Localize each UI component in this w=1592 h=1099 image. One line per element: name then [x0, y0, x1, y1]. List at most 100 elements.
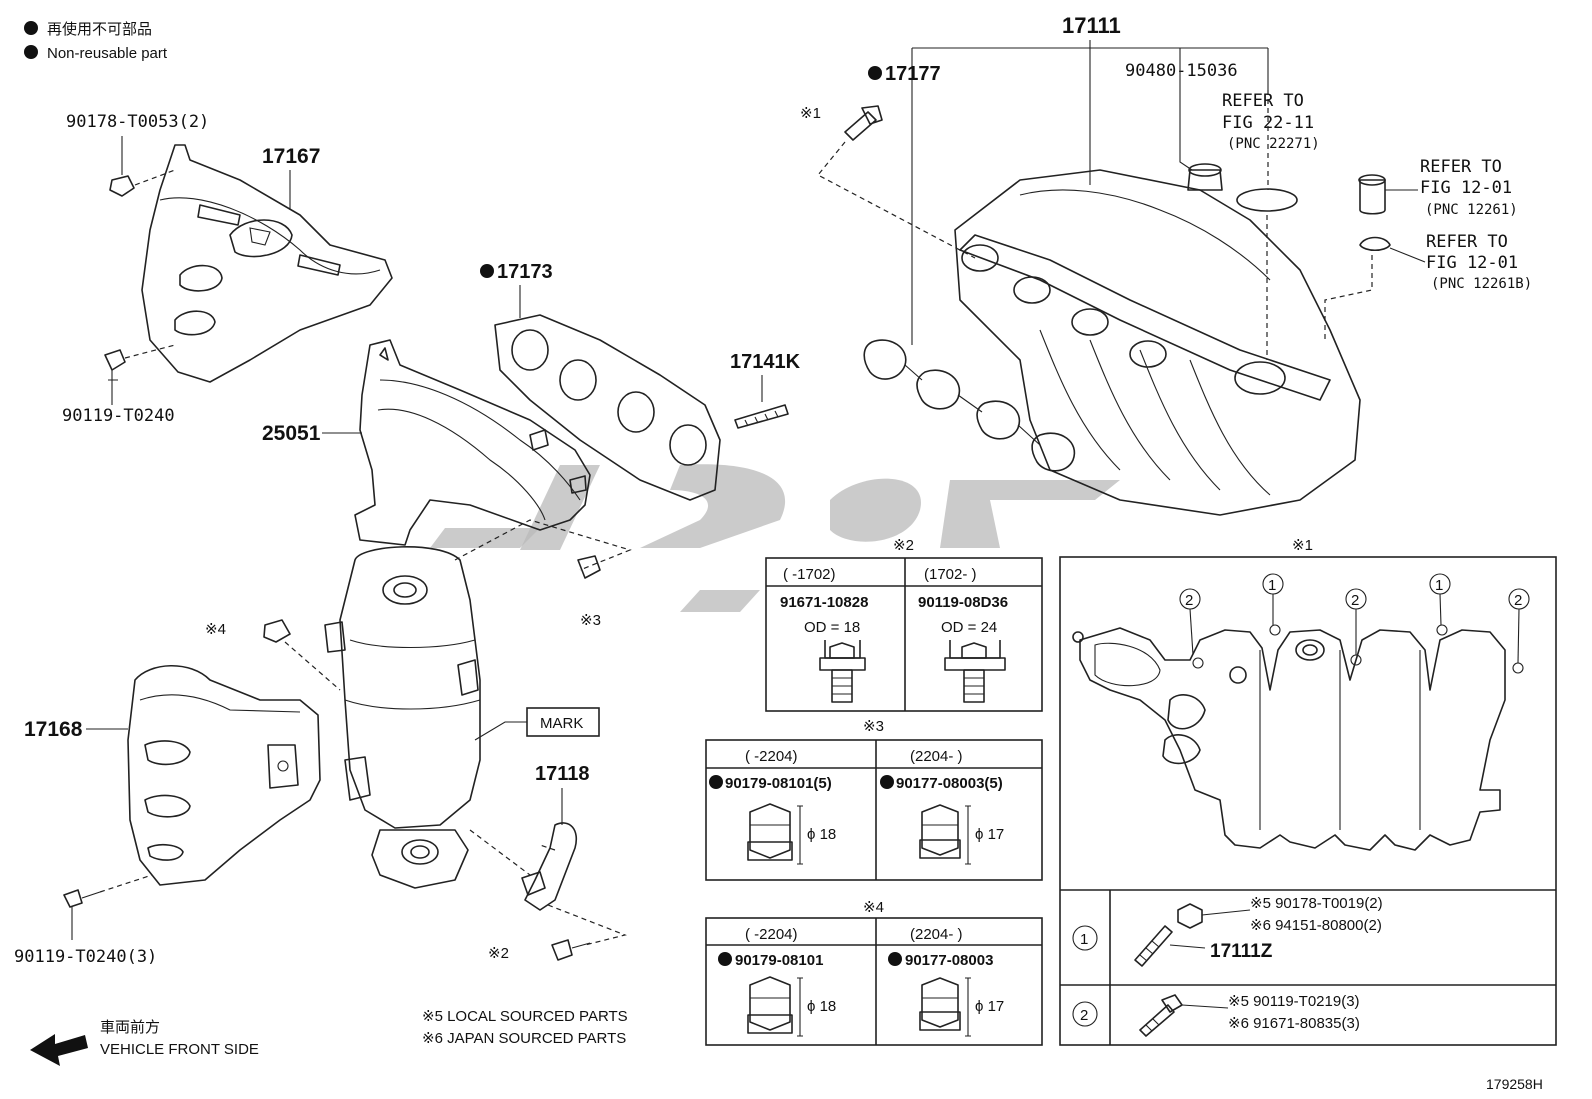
row1-ref6: ※6 94151-80800(2) [1250, 917, 1382, 934]
table4-col2-dim: ϕ 17 [975, 998, 1004, 1015]
table2-col2-part: 90119-08D36 [918, 594, 1008, 611]
table4-col2-range: (2204- ) [910, 926, 963, 943]
flange-nut-icon [919, 977, 971, 1037]
table4-title: ※4 [863, 899, 884, 916]
mark-label: MARK [540, 715, 583, 732]
refer-12-line1: REFER TO [1420, 157, 1502, 177]
non-reusable-dot-icon [24, 45, 38, 59]
non-reusable-dot-icon [480, 264, 494, 278]
heat-insulator-17167: 90178-T0053(2) 17167 90119-T0240 [62, 112, 393, 426]
flange-nut-icon [919, 804, 971, 865]
bolt-marker-2: 2 [1179, 588, 1201, 656]
vehicle-front-indicator: 車両前方 VEHICLE FRONT SIDE [30, 1019, 259, 1066]
front-arrow-icon [30, 1034, 88, 1066]
refer-22-line3: (PNC 22271) [1227, 136, 1320, 152]
bracket-17118: 17118 ※2 [469, 763, 627, 962]
refer-12b-line1: REFER TO [1426, 232, 1508, 252]
table3-col1-part: 90179-08101(5) [725, 775, 832, 792]
manifold-top-view [1072, 624, 1524, 851]
table-ref2: ※2 ( -1702) (1702- ) 91671-10828 90119-0… [765, 537, 1043, 712]
table2-col1-part: 91671-10828 [780, 594, 868, 611]
row1-part: 17111Z [1210, 941, 1273, 962]
bolt-marker-1: 1 [1429, 573, 1451, 626]
table2-col1-od: OD = 18 [804, 619, 860, 636]
callout-17177: 17177 [885, 63, 941, 85]
legend-en-label: Non-reusable part [47, 45, 168, 62]
svg-text:2: 2 [1185, 592, 1193, 609]
flange-nut-icon [747, 976, 803, 1037]
non-reusable-dot-icon [880, 775, 894, 789]
watermark-logo [430, 464, 1120, 612]
callout-90178-t0053: 90178-T0053(2) [66, 112, 209, 132]
non-reusable-dot-icon [24, 21, 38, 35]
table-ref1: ※1 2 1 [1059, 537, 1557, 1046]
non-reusable-dot-icon [868, 66, 882, 80]
front-en-label: VEHICLE FRONT SIDE [100, 1041, 259, 1058]
svg-text:2: 2 [1514, 592, 1522, 609]
flange-bolt-icon [819, 640, 866, 703]
table2-col2-range: (1702- ) [924, 566, 977, 583]
callout-17173: 17173 [497, 261, 553, 283]
row2-ref5: ※5 90119-T0219(3) [1228, 993, 1360, 1010]
svg-text:1: 1 [1435, 577, 1443, 594]
table4-col1-range: ( -2204) [745, 926, 798, 943]
stud-17141k: 17141K [730, 351, 801, 429]
bolt-marker-2: 2 [1508, 588, 1530, 664]
refer-12b-line3: (PNC 12261B) [1431, 276, 1532, 292]
callout-90119-t0240-3: 90119-T0240(3) [14, 947, 157, 967]
row2-circle: 2 [1080, 1007, 1088, 1024]
gasket-17173: 17173 [480, 261, 721, 501]
table2-col1-range: ( -1702) [783, 566, 836, 583]
refer-12-line2: FIG 12-01 [1420, 178, 1512, 198]
table2-col2-od: OD = 24 [941, 619, 997, 636]
flange-nut-icon [747, 803, 803, 865]
table3-col2-part: 90177-08003(5) [896, 775, 1003, 792]
callout-17168: 17168 [24, 718, 83, 741]
table1-title: ※1 [1292, 537, 1313, 554]
table3-col1-range: ( -2204) [745, 748, 798, 765]
note-5: ※5 LOCAL SOURCED PARTS [422, 1008, 628, 1025]
callout-25051: 25051 [262, 422, 321, 445]
non-reusable-dot-icon [709, 775, 723, 789]
table1-row1: 1 ※5 90178-T0019(2) ※6 94151-80800(2) 17… [1072, 895, 1383, 967]
non-reusable-dot-icon [888, 952, 902, 966]
refer-22-line2: FIG 22-11 [1222, 113, 1314, 133]
callout-17141k: 17141K [730, 351, 801, 373]
table-ref4: ※4 ( -2204) (2204- ) 90179-08101 90177-0… [705, 899, 1043, 1046]
ref-1-marker: ※1 [800, 105, 821, 122]
table1-row2: 2 ※5 90119-T0219(3) ※6 91671-80835(3) [1072, 993, 1360, 1037]
bolt-marker-2: 2 [1345, 588, 1367, 655]
row1-circle: 1 [1080, 931, 1088, 948]
row2-ref6: ※6 91671-80835(3) [1228, 1015, 1360, 1032]
ref-2-marker: ※2 [488, 945, 509, 962]
table3-col2-dim: ϕ 17 [975, 826, 1004, 843]
table4-col1-part: 90179-08101 [735, 952, 823, 969]
legend-jp-label: 再使用不可部品 [47, 21, 152, 38]
svg-text:2: 2 [1351, 592, 1359, 609]
callout-17167: 17167 [262, 145, 320, 168]
exhaust-manifold-25051: 25051 ※3 MARK ※4 [205, 339, 632, 889]
flange-bolt-icon [944, 640, 1006, 703]
table4-col2-part: 90177-08003 [905, 952, 993, 969]
table3-col2-range: (2204- ) [910, 748, 963, 765]
drawing-number: 179258H [1486, 1076, 1543, 1092]
ref-3-marker: ※3 [580, 612, 601, 629]
refer-12b-line2: FIG 12-01 [1426, 253, 1518, 273]
table2-title: ※2 [893, 537, 914, 554]
callout-17118: 17118 [535, 763, 590, 785]
ref-4-marker: ※4 [205, 621, 226, 638]
callout-90480-15036: 90480-15036 [1125, 61, 1238, 81]
table3-title: ※3 [863, 718, 884, 735]
legend: 再使用不可部品 Non-reusable part [24, 21, 168, 62]
callout-90119-t0240: 90119-T0240 [62, 406, 175, 426]
heat-insulator-17168: 17168 90119-T0240(3) [14, 664, 321, 967]
svg-text:1: 1 [1268, 577, 1276, 594]
table4-col1-dim: ϕ 18 [807, 998, 836, 1015]
bolt-marker-1: 1 [1262, 573, 1284, 625]
callout-17111: 17111 [1062, 13, 1121, 38]
refer-12-line3: (PNC 12261) [1425, 202, 1518, 218]
non-reusable-dot-icon [718, 952, 732, 966]
table-ref3: ※3 ( -2204) (2204- ) 90179-08101(5) 9017… [705, 718, 1043, 881]
front-jp-label: 車両前方 [100, 1019, 160, 1036]
